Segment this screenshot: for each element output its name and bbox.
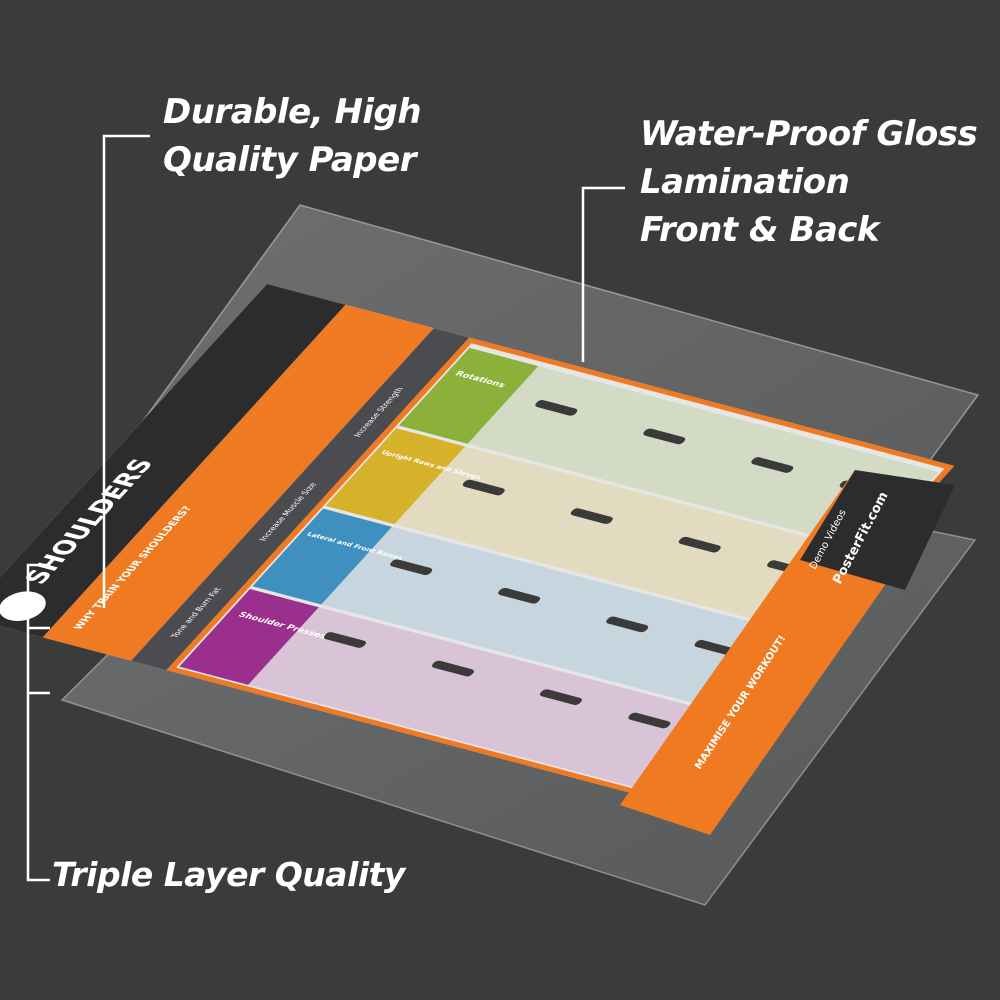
callout-paper-line-2: Quality Paper bbox=[163, 140, 416, 180]
poster-why-panel bbox=[48, 306, 434, 661]
poster-section-presses: Shoulder Presses bbox=[179, 589, 720, 791]
callout-paper-line-1: Durable, High bbox=[163, 92, 422, 132]
callout-layers-label: Triple Layer Quality bbox=[52, 853, 405, 897]
poster-section-rotations: Rotations bbox=[398, 347, 939, 550]
callout-lamination-line-1: Water-Proof Gloss bbox=[640, 114, 978, 154]
callout-lamination-line-2: Lamination bbox=[640, 162, 850, 202]
poster-paper: SHOULDERS WHY TRAIN YOUR SHOULDERS? Tone… bbox=[0, 284, 955, 799]
callout-lamination-leader bbox=[581, 186, 625, 362]
poster-logo-icon bbox=[0, 591, 46, 621]
poster-title-banner bbox=[0, 284, 346, 638]
callout-paper-label: Durable, High Quality Paper bbox=[163, 88, 422, 184]
callout-lamination-line-3: Front & Back bbox=[640, 210, 880, 250]
poster-section-raises: Lateral and Front Raises bbox=[252, 508, 793, 711]
callout-layers-text: Triple Layer Quality bbox=[52, 855, 405, 894]
callout-paper-leader bbox=[102, 134, 150, 608]
callout-lamination-label: Water-Proof Gloss Lamination Front & Bac… bbox=[640, 110, 978, 254]
poster-section-rows: Upright Rows and Shrugs bbox=[325, 428, 866, 631]
callout-layers-bracket bbox=[26, 563, 50, 882]
